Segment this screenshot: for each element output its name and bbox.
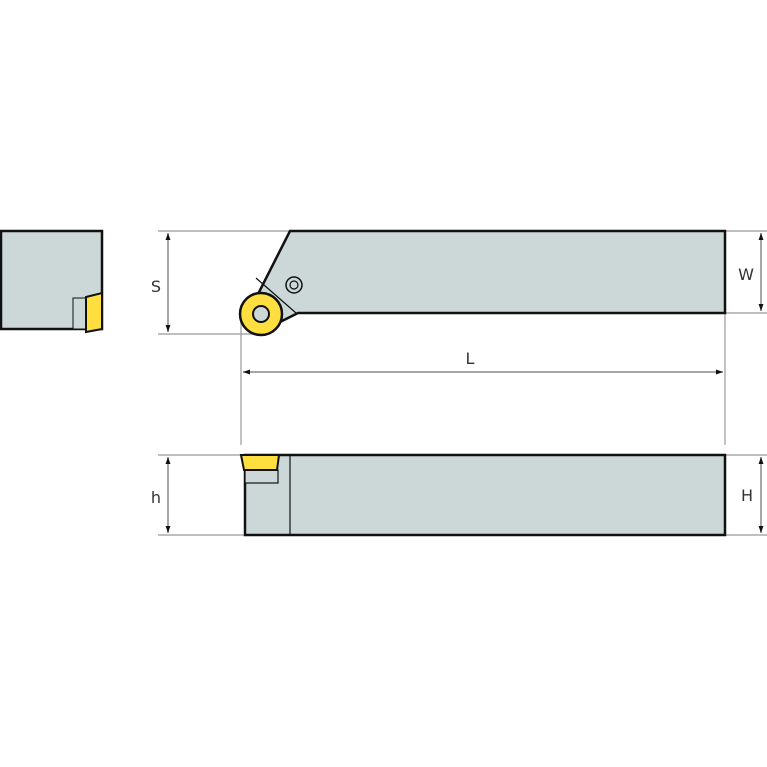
insert-hole: [252, 305, 270, 323]
dimension-l-label: L: [466, 349, 475, 368]
side-view-seat: [244, 469, 279, 484]
top-view-shank: [253, 229, 727, 324]
dimension-h-label: h: [151, 488, 161, 507]
dimension-w-label: W: [738, 265, 754, 284]
dimension-H-label: H: [741, 486, 753, 505]
side-view-shank: [243, 453, 727, 537]
side-view: h H: [151, 453, 767, 537]
end-view-seat: [72, 297, 87, 330]
end-view-insert: [85, 291, 103, 334]
end-view-shank: [0, 229, 104, 331]
end-view: [0, 229, 104, 334]
dimension-s-label: S: [151, 277, 161, 296]
top-view: S W L: [151, 229, 767, 445]
clamp-edge-line: [255, 277, 297, 314]
side-view-insert: [239, 454, 281, 471]
